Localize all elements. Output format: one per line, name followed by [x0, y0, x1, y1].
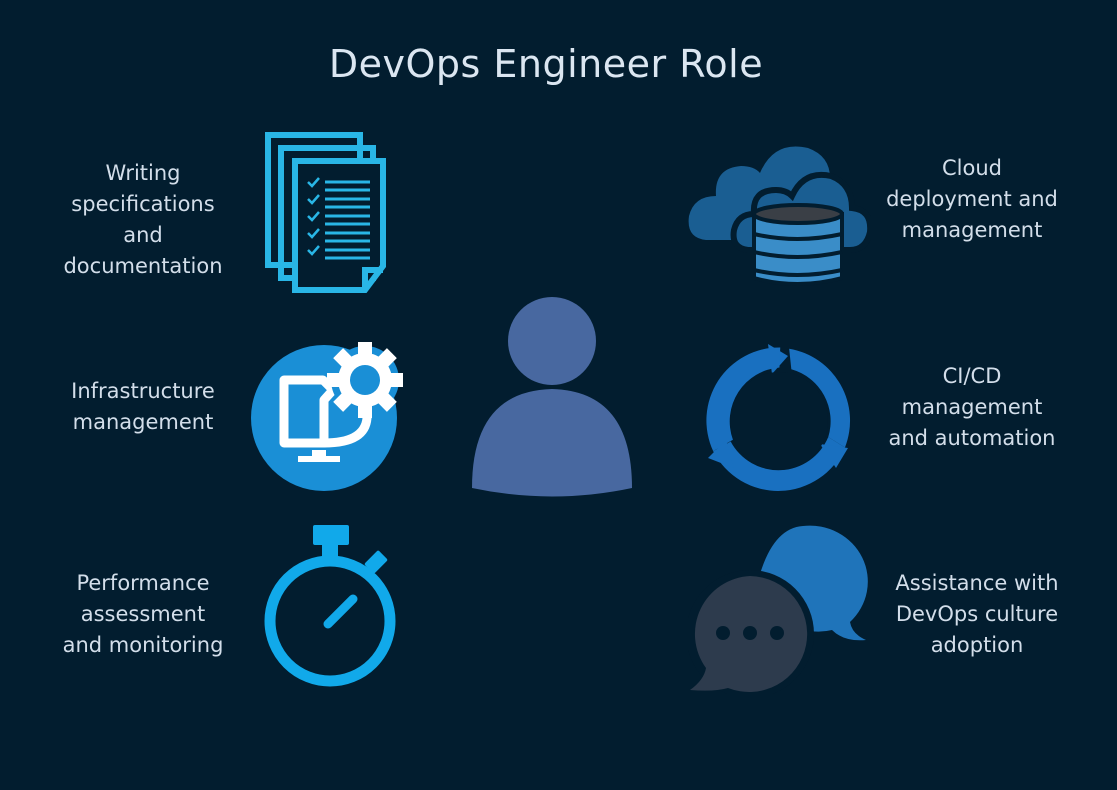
label-cicd-management: CI/CD management and automation [888, 364, 1056, 450]
label-cloud-deployment: Cloud deployment and management [886, 156, 1058, 242]
chat-bubbles-icon [688, 522, 873, 694]
person-icon [468, 293, 636, 503]
cloud-database-icon [686, 138, 871, 290]
label-infrastructure-management: Infrastructure management [71, 379, 215, 434]
stopwatch-icon [262, 522, 398, 690]
documents-checklist-icon [262, 130, 390, 298]
label-writing-specifications: Writing specifications and documentation [63, 161, 223, 278]
label-performance-assessment: Performance assessment and monitoring [62, 571, 224, 657]
page-title: DevOps Engineer Role [328, 42, 764, 86]
cycle-arrows-icon [698, 340, 860, 502]
label-devops-culture: Assistance with DevOps culture adoption [895, 571, 1059, 657]
monitor-gear-icon [248, 338, 413, 493]
